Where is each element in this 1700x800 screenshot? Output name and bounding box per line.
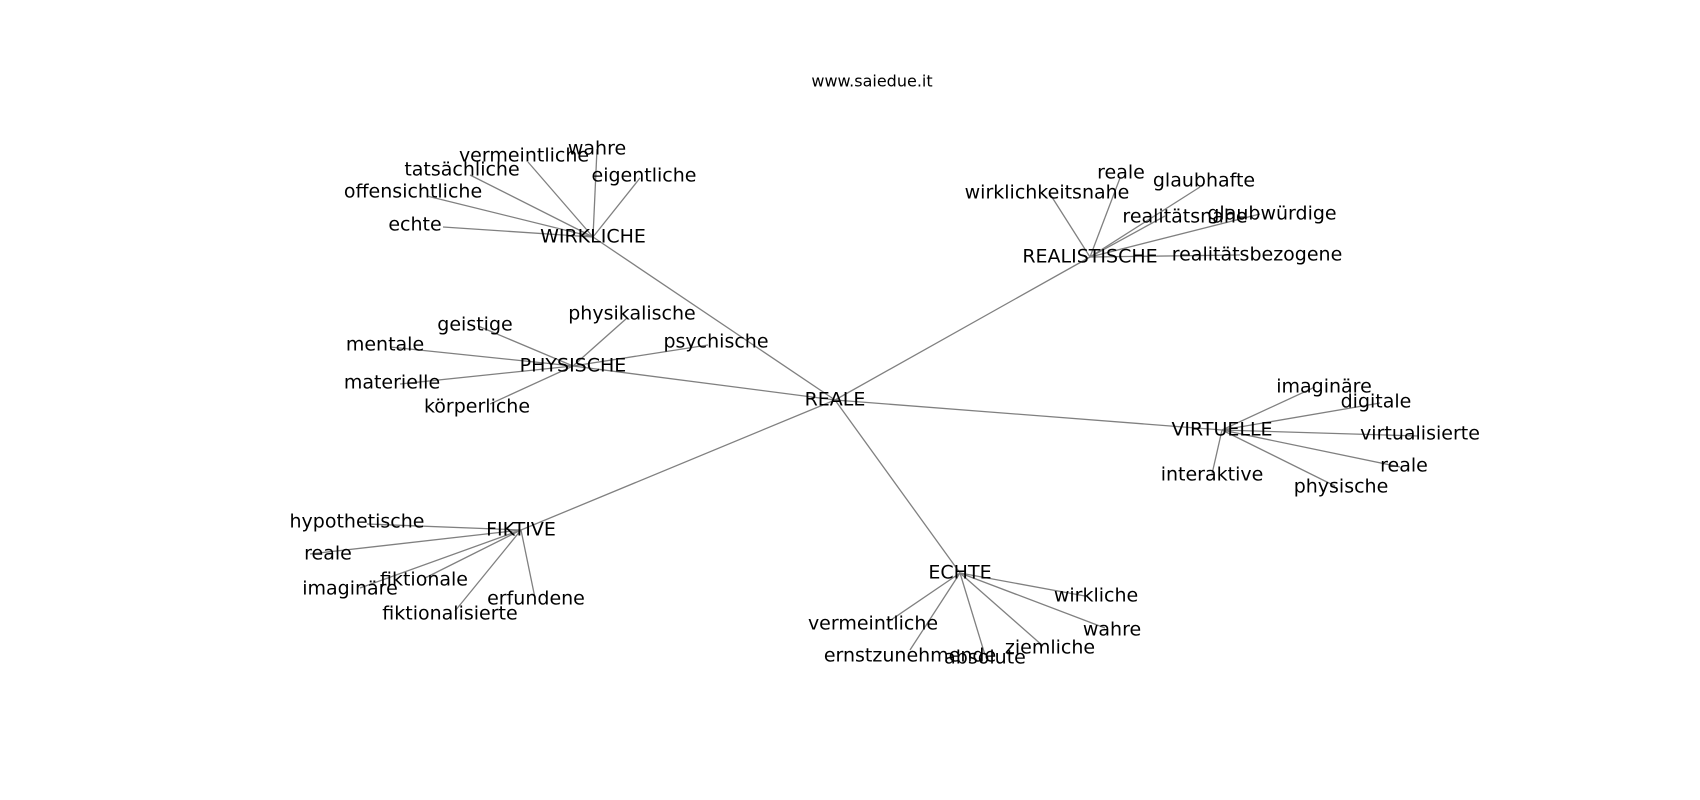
edge-fiktive-1 [309, 529, 522, 555]
leaf-node-fiktive-2: fiktionale [380, 569, 468, 591]
edge-echte-0 [959, 572, 1086, 597]
edge-physische-1 [477, 325, 574, 367]
edge-fiktive-5 [454, 529, 522, 612]
leaf-node-virtuelle-2: virtualisierte [1360, 423, 1480, 445]
edge-root-physische [572, 365, 836, 401]
leaf-node-wirkliche-3: eigentliche [592, 165, 697, 187]
edge-realistische-5 [1089, 254, 1241, 258]
leaf-node-physische-1: geistige [437, 314, 512, 336]
edge-wirkliche-4 [426, 195, 594, 238]
edge-realistische-1 [1089, 186, 1201, 258]
leaf-node-virtuelle-3: reale [1380, 455, 1428, 477]
edge-echte-4 [909, 572, 961, 651]
leaf-node-virtuelle-1: digitale [1341, 391, 1412, 413]
leaf-node-physische-0: physikalische [568, 303, 695, 325]
hub-node-fiktive: FIKTIVE [486, 519, 556, 541]
edge-realistische-0 [1089, 177, 1121, 258]
edge-fiktive-4 [520, 529, 536, 599]
hub-node-wirkliche: WIRKLICHE [540, 226, 646, 248]
leaf-node-echte-2: vermeintliche [808, 613, 938, 635]
leaf-node-echte-0: wirkliche [1054, 585, 1138, 607]
edge-virtuelle-5 [1221, 429, 1336, 487]
edge-echte-2 [887, 572, 961, 623]
edge-virtuelle-1 [1221, 402, 1381, 431]
hub-node-echte: ECHTE [928, 562, 991, 584]
edge-physische-0 [572, 317, 628, 367]
leaf-node-echte-5: absolute [944, 647, 1026, 669]
edge-root-fiktive [520, 399, 836, 531]
edge-physische-4 [399, 365, 574, 385]
edge-physische-5 [489, 365, 574, 405]
leaf-node-fiktive-3: imaginäre [302, 578, 398, 600]
leaf-node-fiktive-1: reale [304, 543, 352, 565]
edge-virtuelle-0 [1221, 386, 1316, 431]
edge-wirkliche-5 [442, 226, 594, 238]
edge-root-realistische [834, 256, 1091, 401]
edge-fiktive-0 [366, 523, 522, 531]
edge-root-echte [834, 399, 961, 574]
edge-virtuelle-4 [1211, 429, 1223, 475]
edge-physische-2 [572, 344, 709, 367]
leaf-node-fiktive-4: erfundene [487, 588, 585, 610]
edge-echte-1 [959, 572, 1106, 629]
leaf-node-wirkliche-1: vermeintliche [459, 145, 589, 167]
leaf-node-physische-5: körperliche [424, 396, 530, 418]
leaf-node-virtuelle-5: physische [1294, 476, 1389, 498]
edge-root-wirkliche [592, 236, 836, 401]
leaf-node-wirkliche-2: tatsächliche [404, 159, 519, 181]
leaf-node-echte-3: ziemliche [1005, 637, 1095, 659]
edge-echte-3 [959, 572, 1044, 647]
edge-echte-5 [959, 572, 986, 656]
labels-layer: REALEWIRKLICHEwahrevermeintlichetatsächl… [290, 138, 1480, 669]
hub-node-realistische: REALISTISCHE [1022, 246, 1157, 268]
edge-fiktive-3 [359, 529, 522, 589]
leaf-node-wirkliche-5: echte [388, 214, 441, 236]
leaf-node-realistische-5: realitätsbezogene [1172, 244, 1343, 266]
leaf-node-physische-4: materielle [344, 372, 440, 394]
leaf-node-echte-4: ernstzunehmende [824, 645, 996, 667]
leaf-node-realistische-3: realitätsnahe [1122, 206, 1247, 228]
edge-virtuelle-2 [1221, 429, 1419, 437]
edge-fiktive-2 [424, 529, 522, 579]
leaf-node-virtuelle-4: interaktive [1161, 464, 1264, 486]
edge-wirkliche-2 [469, 174, 594, 238]
edges-layer [309, 148, 1419, 656]
edge-wirkliche-1 [527, 161, 594, 238]
leaf-node-realistische-2: wirklichkeitsnahe [965, 182, 1130, 204]
edge-realistische-3 [1089, 215, 1166, 258]
leaf-node-echte-1: wahre [1083, 619, 1141, 641]
leaf-node-fiktive-0: hypothetische [290, 511, 425, 533]
leaf-node-realistische-0: reale [1097, 162, 1145, 184]
edge-realistische-4 [1089, 213, 1261, 258]
leaf-node-wirkliche-4: offensichtliche [344, 181, 482, 203]
root-node-label: REALE [805, 389, 866, 411]
edge-physische-3 [389, 346, 574, 367]
leaf-node-physische-2: psychische [663, 331, 768, 353]
leaf-node-realistische-4: glaubwürdige [1207, 203, 1336, 225]
leaf-node-virtuelle-0: imaginäre [1276, 376, 1372, 398]
edge-root-virtuelle [834, 399, 1223, 431]
edge-realistische-2 [1049, 193, 1091, 258]
hub-node-physische: PHYSISCHE [520, 355, 627, 377]
hub-node-virtuelle: VIRTUELLE [1171, 419, 1272, 441]
source-label: www.saiedue.it [811, 72, 932, 91]
leaf-node-fiktive-5: fiktionalisierte [382, 603, 517, 625]
leaf-node-physische-3: mentale [346, 334, 424, 356]
leaf-node-realistische-1: glaubhafte [1153, 170, 1255, 192]
leaf-node-wirkliche-0: wahre [568, 138, 626, 160]
edge-wirkliche-0 [592, 148, 598, 238]
edge-wirkliche-3 [592, 177, 641, 238]
edge-virtuelle-3 [1221, 429, 1401, 468]
